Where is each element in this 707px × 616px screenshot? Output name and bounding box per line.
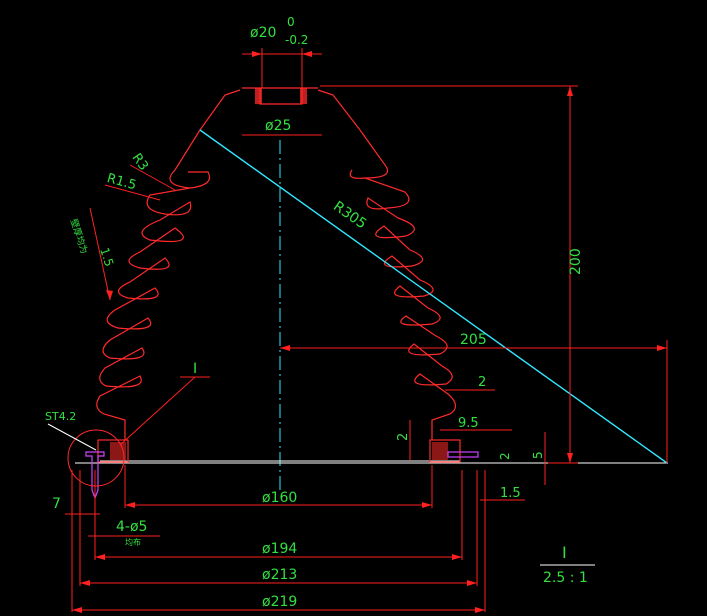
- label-dia-20: ø20: [250, 25, 276, 41]
- label-wall-note: 壁厚均为: [68, 217, 91, 255]
- label-detail-scale: 2.5 : 1: [543, 570, 588, 586]
- label-dia-25: ø25: [265, 118, 291, 134]
- bellows-right-outline: [349, 129, 457, 440]
- label-5: 5: [531, 451, 545, 459]
- right-flange: [429, 439, 461, 463]
- left-flange: [97, 439, 129, 463]
- label-holes-sub: 均布: [125, 537, 141, 547]
- bellows-left-outline: [96, 129, 211, 440]
- neck-insert-left: [255, 88, 262, 104]
- label-tol-lower: -0.2: [285, 33, 308, 47]
- label-dia-160: ø160: [262, 490, 297, 506]
- label-st42: ST4.2: [45, 410, 76, 423]
- label-holes: 4-ø5: [116, 519, 147, 535]
- st42-leader: [47, 423, 97, 451]
- label-200: 200: [568, 248, 584, 275]
- r15-leader: [104, 184, 161, 201]
- right-screw-plate: [447, 451, 479, 458]
- right-flange-fill: [432, 442, 448, 460]
- detail-circle: [67, 429, 125, 487]
- label-2c: 2: [498, 452, 512, 460]
- screw: [85, 451, 105, 500]
- r305-leader: [199, 129, 668, 464]
- r3-leader: [129, 164, 176, 191]
- label-tol-upper: 0: [287, 15, 295, 29]
- callout-leader: [119, 376, 196, 446]
- bellows-neck: [199, 87, 361, 131]
- label-dia-219: ø219: [262, 594, 297, 610]
- label-95: 9.5: [458, 416, 479, 431]
- label-r3: R3: [129, 151, 151, 174]
- label-7: 7: [52, 496, 61, 512]
- label-205: 205: [460, 332, 487, 348]
- label-15: 1.5: [500, 486, 521, 501]
- label-wall-val: 1.5: [97, 246, 116, 268]
- neck-insert-right: [300, 88, 307, 104]
- label-callout-i: I: [193, 361, 197, 377]
- label-2-right: 2: [478, 375, 486, 390]
- arrowheads: [72, 51, 667, 613]
- label-detail-i: I: [562, 543, 567, 562]
- label-2b: 2: [396, 433, 411, 441]
- label-dia-194: ø194: [262, 541, 297, 557]
- label-dia-213: ø213: [262, 567, 297, 583]
- label-r15: R1.5: [105, 171, 138, 193]
- wall-leader: [89, 207, 111, 301]
